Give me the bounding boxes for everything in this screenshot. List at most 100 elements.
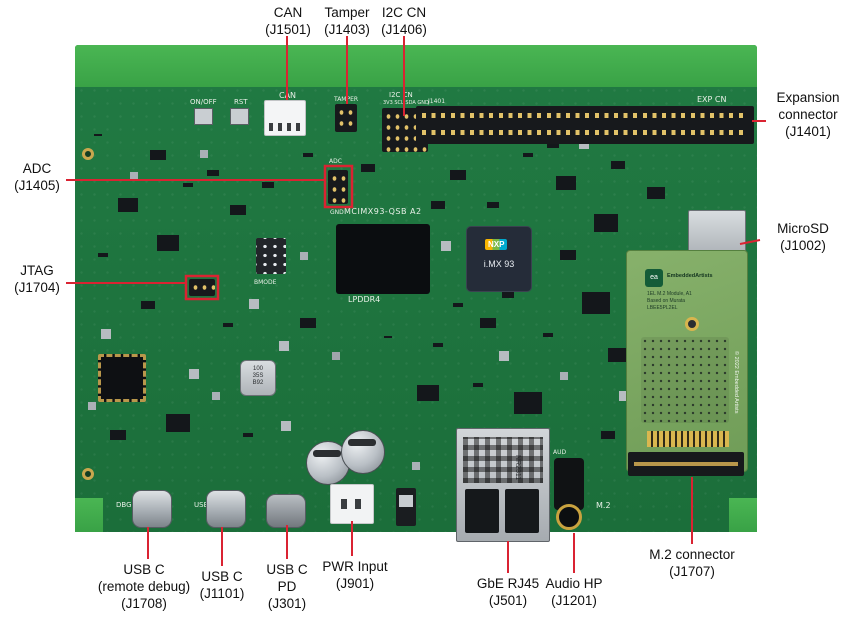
jtag-header <box>189 279 215 296</box>
expansion-header <box>416 106 754 144</box>
callout-usb-c-debug: USB C (remote debug) (J1708) <box>86 562 202 613</box>
callout-usb-c-line2: (J1101) <box>199 585 245 601</box>
mounting-hole <box>82 468 94 480</box>
m2-logo-text: EmbeddedArtists <box>667 273 713 279</box>
callout-usb-pd-line3: (J301) <box>267 595 307 611</box>
rj45-port-left <box>465 489 499 533</box>
callout-usb-c-line1: USB C <box>201 569 243 584</box>
m2-desc-line3: LBEE5PL2EL <box>647 305 678 311</box>
callout-usb-debug-line3: (J1708) <box>121 595 167 611</box>
qfp-chip <box>98 354 146 402</box>
rj45-port-right <box>505 489 539 533</box>
callout-pwr-line1: PWR Input <box>322 559 388 574</box>
m2-module: ea EmbeddedArtists 1EL M.2 Module, A1 Ba… <box>626 250 748 472</box>
callout-tamper-line1: Tamper <box>324 5 370 20</box>
callout-jtag: JTAG (J1704) <box>6 263 68 297</box>
can-connector-pins <box>269 123 301 131</box>
soc-part-label: i.MX 93 <box>483 259 515 269</box>
callout-i2c-line2: (J1406) <box>381 21 427 37</box>
callout-i2c-cn: I2C CN (J1406) <box>372 5 436 39</box>
power-switch-lever <box>399 495 413 507</box>
silk-adc: ADC <box>329 158 342 165</box>
capacitor-marking <box>313 450 341 457</box>
power-button <box>194 108 213 125</box>
callout-can-line2: (J1501) <box>265 21 311 37</box>
silk-rst: RST <box>234 98 248 106</box>
m2-desc-line2: Based on Murata <box>647 298 686 304</box>
embedded-artists-logo-icon: ea <box>645 269 663 287</box>
ufl-antenna-connector <box>685 317 699 331</box>
m2-socket-contacts <box>634 462 738 466</box>
nxp-logo: NXP <box>485 239 508 250</box>
lpddr4-chip <box>336 224 430 294</box>
callout-adc-line1: ADC <box>22 161 52 176</box>
tamper-header <box>335 104 357 132</box>
electrolytic-capacitor <box>341 430 385 474</box>
callout-gbe-rj45: GbE RJ45 (J501) <box>470 576 546 610</box>
silk-aud: AUD <box>553 449 567 456</box>
callout-microsd-line2: (J1002) <box>780 237 826 253</box>
bmode-dip-switch <box>256 238 286 274</box>
callout-gbe-line2: (J501) <box>488 592 528 608</box>
usb-c-debug-port <box>132 490 172 528</box>
silk-usb: USB <box>194 501 209 509</box>
inductor-marking-1: 100 <box>252 366 263 372</box>
callout-usb-debug-line2: (remote debug) <box>97 578 191 594</box>
m2-edge-fingers <box>647 431 729 447</box>
inductor-marking-3: B92 <box>252 380 264 387</box>
m2-socket <box>628 452 744 476</box>
rf-components-area <box>641 337 729 423</box>
audio-jack-barrel <box>556 504 582 530</box>
silk-dbg: DBG <box>116 501 132 509</box>
callout-expansion-line3: (J1401) <box>785 123 831 139</box>
callout-m2-line1: M.2 connector <box>649 547 735 562</box>
rj45-vent-holes <box>463 437 543 483</box>
audio-jack-body <box>554 458 584 510</box>
reset-button <box>230 108 249 125</box>
silk-model: MCIMX93-QSB A2 <box>344 207 422 216</box>
smd-capacitors-field <box>0 0 8 8</box>
silk-gnd: GND <box>330 209 344 216</box>
callout-m2-line2: (J1707) <box>669 563 715 579</box>
callout-expansion: Expansion connector (J1401) <box>768 90 848 141</box>
callout-audio-hp: Audio HP (J1201) <box>537 576 611 610</box>
pwr-pin <box>355 499 361 509</box>
callout-expansion-line1: Expansion <box>776 90 840 105</box>
inductor-marking-2: 35S <box>252 373 264 380</box>
callout-can: CAN (J1501) <box>257 5 319 39</box>
callout-gbe-line1: GbE RJ45 <box>476 576 540 591</box>
silk-can: CAN <box>279 91 297 100</box>
callout-pwr-input: PWR Input (J901) <box>318 559 392 593</box>
callout-usb-debug-line1: USB C <box>123 562 165 577</box>
callout-jtag-line1: JTAG <box>20 263 54 278</box>
capacitor-marking <box>348 439 376 446</box>
pin-row <box>422 130 748 135</box>
silk-lpddr4: LPDDR4 <box>348 295 381 304</box>
can-connector <box>264 100 306 136</box>
silk-on-off: ON/OFF <box>190 98 217 106</box>
pwr-pin <box>341 499 347 509</box>
callout-tamper: Tamper (J1403) <box>315 5 379 39</box>
callout-usb-pd-line1: USB C <box>266 562 308 577</box>
board-top-edge <box>75 45 757 87</box>
callout-audio-line2: (J1201) <box>551 592 597 608</box>
silk-j1401: J1401 <box>428 98 446 105</box>
silk-i2c-pins: 3V3 SCL SDA GND <box>383 100 429 106</box>
callout-pwr-line2: (J901) <box>335 575 375 591</box>
m2-copyright-text: © 2022 Embedded Artists <box>733 351 739 414</box>
callout-adc: ADC (J1405) <box>6 161 68 195</box>
pwr-input-connector <box>330 484 374 524</box>
callout-usb-c: USB C (J1101) <box>192 569 252 603</box>
rj45-marking: NR2311 <box>514 455 521 481</box>
board-corner-tab-left <box>75 498 103 532</box>
silk-m2: M.2 <box>596 501 611 510</box>
callout-adc-line2: (J1405) <box>14 177 60 193</box>
silk-i2c-cn: I2C CN <box>389 91 413 99</box>
usb-c-port <box>206 490 246 528</box>
callout-microsd-line1: MicroSD <box>777 221 829 236</box>
callout-jtag-line2: (J1704) <box>14 279 60 295</box>
callout-expansion-line2: connector <box>778 106 838 122</box>
callout-microsd: MicroSD (J1002) <box>762 221 844 255</box>
callout-usb-pd-line2: PD <box>277 578 297 594</box>
